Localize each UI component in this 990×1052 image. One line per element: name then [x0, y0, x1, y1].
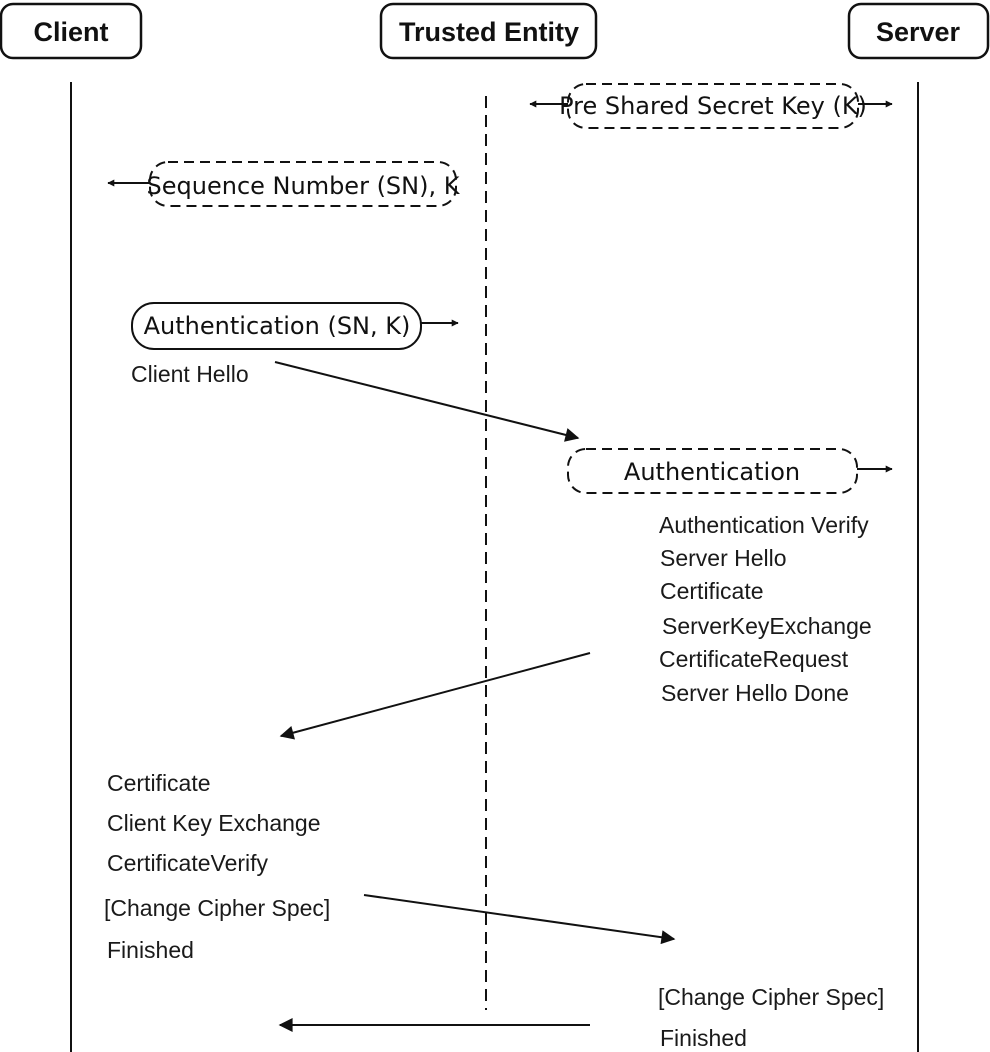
client-finished-arrow [363, 894, 676, 945]
sequence-label: Sequence Number (SN), K [147, 172, 461, 200]
client-actor: Client [0, 2, 143, 60]
server-actor-label: Server [876, 17, 961, 47]
psk-label: Pre Shared Secret Key (K) [559, 92, 867, 120]
psk-exchange: Pre Shared Secret Key (K) [529, 83, 893, 129]
client-hello-label: Client Hello [131, 361, 249, 387]
server-final-item: Finished [660, 1025, 747, 1051]
sequence-exchange: Sequence Number (SN), K [107, 161, 461, 207]
trusted-actor-label: Trusted Entity [399, 17, 579, 47]
auth-client-label: Authentication (SN, K) [144, 312, 411, 340]
client-hello-arrow [274, 361, 580, 442]
server-msg-item: CertificateRequest [659, 646, 849, 672]
server-message-group: Authentication Verify Server Hello Certi… [659, 512, 872, 706]
server-msg-item: Certificate [660, 578, 764, 604]
client-actor-label: Client [33, 17, 108, 47]
server-final-item: [Change Cipher Spec] [658, 984, 884, 1010]
client-msg-item: Finished [107, 937, 194, 963]
server-msg-item: Server Hello [660, 545, 787, 571]
trusted-actor: Trusted Entity [379, 2, 598, 60]
server-msg-item: ServerKeyExchange [662, 613, 872, 639]
server-final-group: [Change Cipher Spec] Finished [658, 984, 884, 1051]
server-hello-arrow [279, 652, 591, 740]
server-msg-item: Server Hello Done [661, 680, 849, 706]
client-message-group: Certificate Client Key Exchange Certific… [104, 770, 330, 963]
client-msg-item: [Change Cipher Spec] [104, 895, 330, 921]
auth-client-exchange: Authentication (SN, K) [131, 302, 459, 350]
server-msg-item: Authentication Verify [659, 512, 869, 538]
auth-server-exchange: Authentication [567, 448, 893, 494]
server-actor: Server [847, 2, 990, 60]
auth-server-label: Authentication [624, 458, 800, 486]
client-msg-item: CertificateVerify [107, 850, 269, 876]
client-msg-item: Certificate [107, 770, 211, 796]
client-msg-item: Client Key Exchange [107, 810, 321, 836]
